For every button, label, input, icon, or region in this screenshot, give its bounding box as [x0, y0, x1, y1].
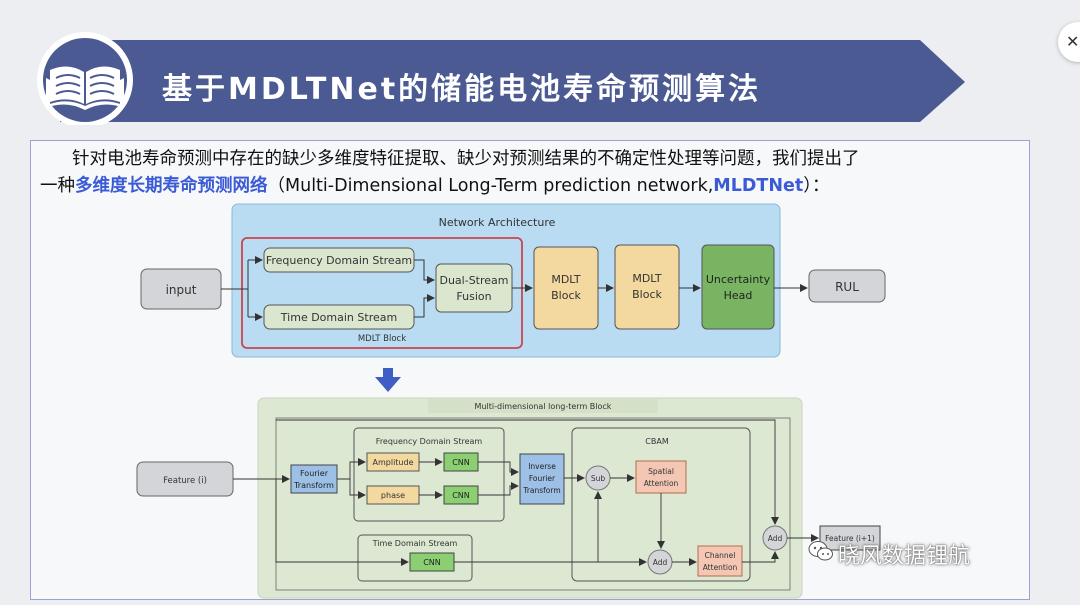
mdlt-block-2-label-1: MDLT — [632, 272, 662, 285]
uncertainty-label-2: Head — [724, 289, 753, 302]
network-name-zh: 多维度长期寿命预测网络 — [75, 176, 268, 196]
feature-out-label: Feature (i+1) — [825, 534, 875, 543]
channel-label-1: Channel — [705, 551, 736, 560]
channel-attention-node — [697, 545, 743, 577]
time-stream-label: Time Domain Stream — [280, 311, 397, 324]
intro-paragraph: 针对电池寿命预测中存在的缺少多维度特征提取、缺少对预测结果的不确定性处理等问题，… — [40, 146, 1025, 200]
architecture-arrows — [221, 256, 808, 321]
close-button[interactable]: ✕ — [1058, 22, 1080, 62]
intro-suffix: ）： — [803, 176, 830, 196]
fusion-label-1: Dual-Stream — [439, 274, 508, 287]
mdlt-block-frame-label: MDLT Block — [358, 334, 406, 344]
wechat-icon — [808, 541, 833, 561]
mdlt-block-1-label-1: MDLT — [551, 273, 581, 286]
input-label: input — [166, 283, 197, 297]
fourier-label-2: Transform — [293, 481, 334, 490]
cbam-label: CBAM — [645, 437, 669, 446]
rul-output-node — [808, 269, 886, 303]
mdlt-block-frame — [241, 237, 523, 349]
feature-out-node — [819, 525, 881, 551]
mdlt-block-1 — [533, 246, 599, 330]
inverse-label-1: Inverse — [528, 462, 556, 471]
dual-stream-fusion-node — [435, 263, 513, 313]
cnn-amplitude-label: CNN — [452, 458, 470, 467]
cnn-phase-label: CNN — [452, 491, 470, 500]
network-architecture-title: Network Architecture — [439, 216, 556, 229]
inverse-fourier-node — [519, 453, 565, 505]
block-detail-arrows — [233, 419, 819, 566]
feature-in-label: Feature (i) — [163, 476, 207, 486]
spatial-attention-node — [635, 460, 687, 494]
cnn-time-label: CNN — [423, 558, 441, 567]
title-banner — [37, 32, 965, 125]
intro-middle: （Multi-Dimensional Long-Term prediction … — [267, 176, 714, 196]
inverse-label-3: Transform — [522, 486, 560, 495]
network-acronym: MLDTNet — [713, 176, 804, 196]
uncertainty-label-1: Uncertainty — [706, 273, 771, 286]
down-arrow-icon — [375, 368, 401, 392]
page-title: 基于MDLTNet的储能电池寿命预测算法 — [162, 72, 762, 107]
uncertainty-head-node — [701, 244, 775, 330]
inverse-label-2: Fourier — [529, 474, 556, 483]
close-icon[interactable]: ✕ — [1066, 32, 1080, 51]
mdlt-block-2 — [614, 244, 680, 330]
add-outer-label: Add — [768, 534, 783, 543]
sub-label: Sub — [591, 474, 606, 483]
time-stream-box-label: Time Domain Stream — [372, 539, 458, 548]
fourier-label-1: Fourier — [300, 469, 329, 478]
fusion-label-2: Fusion — [456, 290, 491, 303]
spatial-label-2: Attention — [644, 479, 679, 488]
channel-label-2: Attention — [703, 563, 738, 572]
rul-label: RUL — [835, 280, 859, 294]
spatial-label-1: Spatial — [648, 467, 674, 476]
frequency-stream-box-label: Frequency Domain Stream — [376, 437, 483, 446]
mdlt-block-1-label-2: Block — [551, 289, 581, 302]
phase-label: phase — [381, 491, 405, 500]
watermark-text: 晓风数据锂航 — [838, 544, 971, 569]
block-detail-title: Multi-dimensional long-term Block — [475, 402, 612, 411]
add-inner-label: Add — [653, 558, 668, 567]
mdlt-block-2-label-2: Block — [632, 288, 662, 301]
amplitude-label: Amplitude — [373, 458, 414, 467]
frequency-stream-label: Frequency Domain Stream — [266, 254, 412, 267]
intro-prefix: 一种 — [40, 176, 75, 196]
block-detail-title-bar — [428, 399, 658, 413]
intro-line1: 针对电池寿命预测中存在的缺少多维度特征提取、缺少对预测结果的不确定性处理等问题，… — [72, 149, 860, 169]
